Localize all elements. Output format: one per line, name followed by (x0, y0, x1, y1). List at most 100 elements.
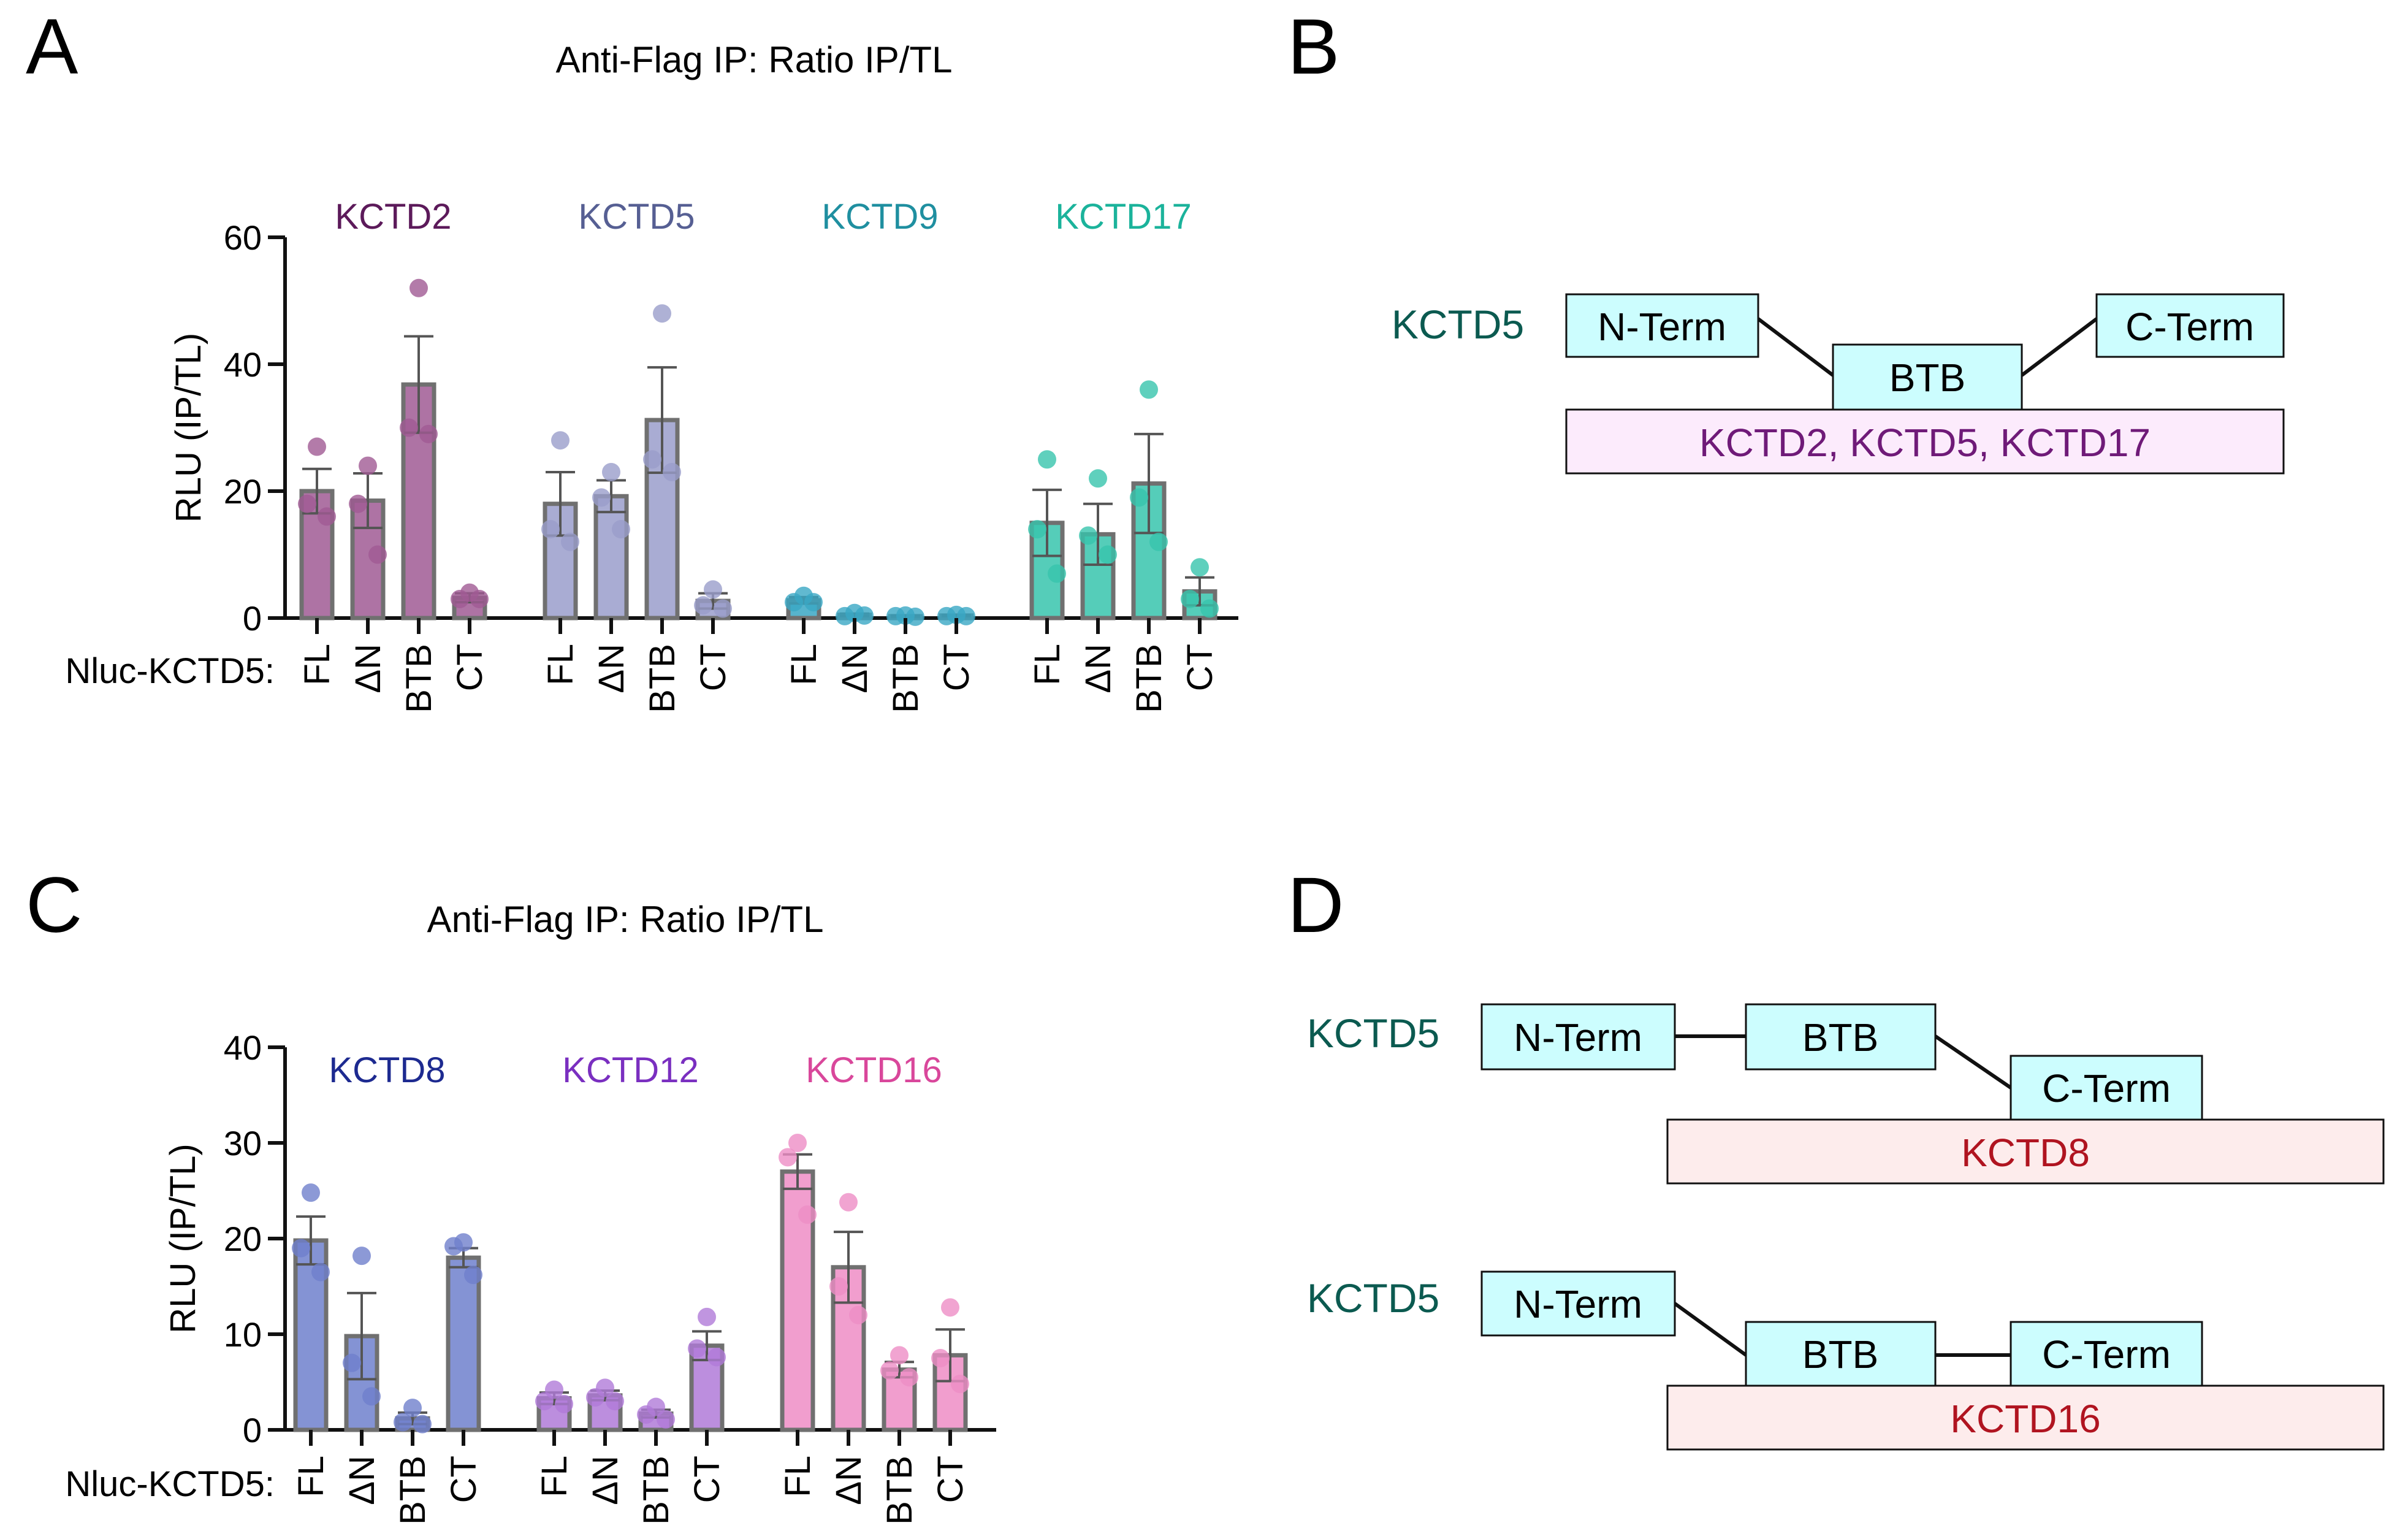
diagram-b-cterm-text: C-Term (2125, 305, 2254, 349)
chart-a-point-kctd17 (1140, 380, 1158, 399)
chart-c-point-kctd8 (352, 1247, 371, 1266)
diagram-b-linker-1 (1757, 317, 1834, 377)
diagram-d1-btb-box (1745, 1003, 1937, 1071)
chart-c-x-tick-label: FL (535, 1456, 574, 1497)
diagram-d2-nterm-box (1480, 1270, 1676, 1337)
diagram-d2-partner-box (1666, 1384, 2385, 1451)
chart-c-x-tick-label: CT (444, 1456, 484, 1503)
chart-a-x-tick-label: FL (784, 644, 824, 685)
diagram-b-linker-2 (2021, 317, 2098, 377)
chart-a-y-tick-label: 60 (224, 218, 262, 257)
panel-letter-a: A (26, 3, 78, 91)
chart-a-group-label-kctd17: KCTD17 (1055, 197, 1191, 237)
chart-c-point-kctd8 (464, 1266, 482, 1285)
diagram-b-partner-box (1565, 408, 2285, 475)
chart-c-x-tick-label: CT (687, 1456, 727, 1503)
chart-a-point-kctd2 (308, 437, 326, 456)
chart-c-x-tick-label: BTB (393, 1456, 433, 1525)
chart-c-x-tick-label: BTB (636, 1456, 676, 1525)
chart-a-y-axis-title: RLU (IP/TL) (169, 333, 208, 522)
chart-a-point-kctd9 (886, 606, 905, 625)
chart-c-point-kctd12 (657, 1410, 675, 1429)
chart-c-point-kctd16 (849, 1305, 867, 1324)
chart-a-point-kctd2 (318, 507, 336, 526)
chart-a-x-tick-label: BTB (1129, 644, 1169, 713)
chart-a-point-kctd5 (663, 462, 681, 481)
chart-c-group-label-kctd8: KCTD8 (329, 1050, 445, 1090)
diagram-d2-cterm-box (2010, 1321, 2203, 1387)
diagram-d2-partner-text: KCTD16 (1950, 1397, 2100, 1441)
chart-c-point-kctd8 (413, 1415, 432, 1434)
diagram-d1-linker-2 (1934, 1034, 2012, 1090)
chart-c-x-tick-label: ΔN (829, 1456, 869, 1505)
chart-a-point-kctd5 (694, 596, 712, 615)
chart-c-point-kctd16 (788, 1134, 807, 1152)
chart-a-x-tick-label: FL (297, 644, 337, 685)
chart-title-a: Anti-Flag IP: Ratio IP/TL (556, 39, 953, 80)
chart-c-x-tick-label: ΔN (585, 1456, 625, 1505)
chart-c-x-tick-label: ΔN (342, 1456, 382, 1505)
chart-a-point-kctd17 (1038, 450, 1056, 469)
chart-a-point-kctd2 (470, 589, 489, 608)
chart-a-y-tick-label: 20 (224, 472, 262, 511)
diagram-b-nterm-box (1565, 293, 1759, 358)
chart-c-point-kctd8 (302, 1183, 320, 1202)
chart-c-point-kctd16 (779, 1148, 797, 1167)
chart-c-point-kctd16 (951, 1375, 969, 1394)
chart-a-point-kctd2 (368, 545, 387, 564)
diagram-b-protein-label: KCTD5 (1392, 302, 1524, 347)
chart-a-point-kctd17 (1149, 532, 1168, 551)
chart-c-point-kctd12 (707, 1348, 726, 1367)
diagram-d1-btb-text: BTB (1802, 1015, 1878, 1060)
chart-c-point-kctd16 (941, 1298, 959, 1317)
chart-a-x-tick-label: ΔN (835, 644, 875, 693)
diagram-b-cterm-box (2095, 293, 2285, 358)
chart-c-point-kctd16 (839, 1193, 858, 1212)
panel-b: B KCTD5 KCTD2, KCTD5, KCTD17 N-Term BTB … (1287, 3, 2285, 475)
chart-a-x-tick-label: ΔN (592, 644, 631, 693)
chart-c-x-tick-label: BTB (880, 1456, 920, 1525)
diagram-d1-nterm-box (1480, 1003, 1676, 1071)
chart-a-point-kctd17 (1200, 599, 1219, 618)
row-label-a: Nluc-KCTD5: (65, 651, 275, 691)
chart-a-point-kctd5 (541, 520, 560, 539)
chart-c-x-tick-label: FL (291, 1456, 331, 1497)
diagram-d1-protein-label: KCTD5 (1307, 1010, 1439, 1056)
panel-d: D KCTD5 KCTD8 N-Term BTB C-Term KCTD5 KC… (1287, 861, 2385, 1451)
chart-c-bar-kctd8 (446, 1255, 481, 1432)
diagram-d2-cterm-text: C-Term (2042, 1332, 2171, 1377)
chart-a-point-kctd17 (1079, 526, 1097, 545)
row-label-c: Nluc-KCTD5: (65, 1464, 275, 1504)
chart-a-point-kctd17 (1048, 564, 1066, 583)
chart-a-x-tick-label: BTB (642, 644, 682, 713)
chart-a-point-kctd2 (349, 494, 367, 513)
chart-a-point-kctd17 (1191, 558, 1209, 577)
chart-c-point-kctd8 (394, 1413, 412, 1432)
diagram-d1-nterm-text: N-Term (1514, 1015, 1642, 1060)
chart-c-point-kctd12 (586, 1388, 604, 1407)
chart-a-point-kctd17 (1181, 589, 1199, 608)
diagram-b-nterm-text: N-Term (1598, 305, 1726, 349)
chart-c-point-kctd16 (890, 1346, 909, 1365)
chart-c-group-label-kctd12: KCTD12 (562, 1050, 698, 1090)
chart-a-point-kctd2 (298, 494, 316, 513)
chart-a-point-kctd5 (704, 580, 722, 599)
panel-letter-c: C (26, 861, 82, 949)
chart-a-point-kctd9 (836, 606, 854, 625)
chart-c-point-kctd12 (698, 1307, 716, 1326)
chart-c-point-kctd16 (829, 1277, 848, 1296)
chart-title-c: Anti-Flag IP: Ratio IP/TL (427, 899, 824, 940)
chart-c-point-kctd16 (931, 1349, 950, 1367)
chart-c-point-kctd12 (555, 1394, 573, 1413)
chart-c-y-tick-label: 40 (224, 1028, 262, 1067)
diagram-d2-nterm-text: N-Term (1514, 1282, 1642, 1326)
chart-a-point-kctd5 (551, 431, 570, 450)
chart-a-point-kctd17 (1028, 520, 1046, 539)
chart-c-point-kctd16 (798, 1205, 817, 1224)
chart-a-point-kctd9 (937, 606, 956, 625)
chart-a-x-tick-label: BTB (399, 644, 439, 713)
chart-a-point-kctd2 (410, 278, 428, 297)
